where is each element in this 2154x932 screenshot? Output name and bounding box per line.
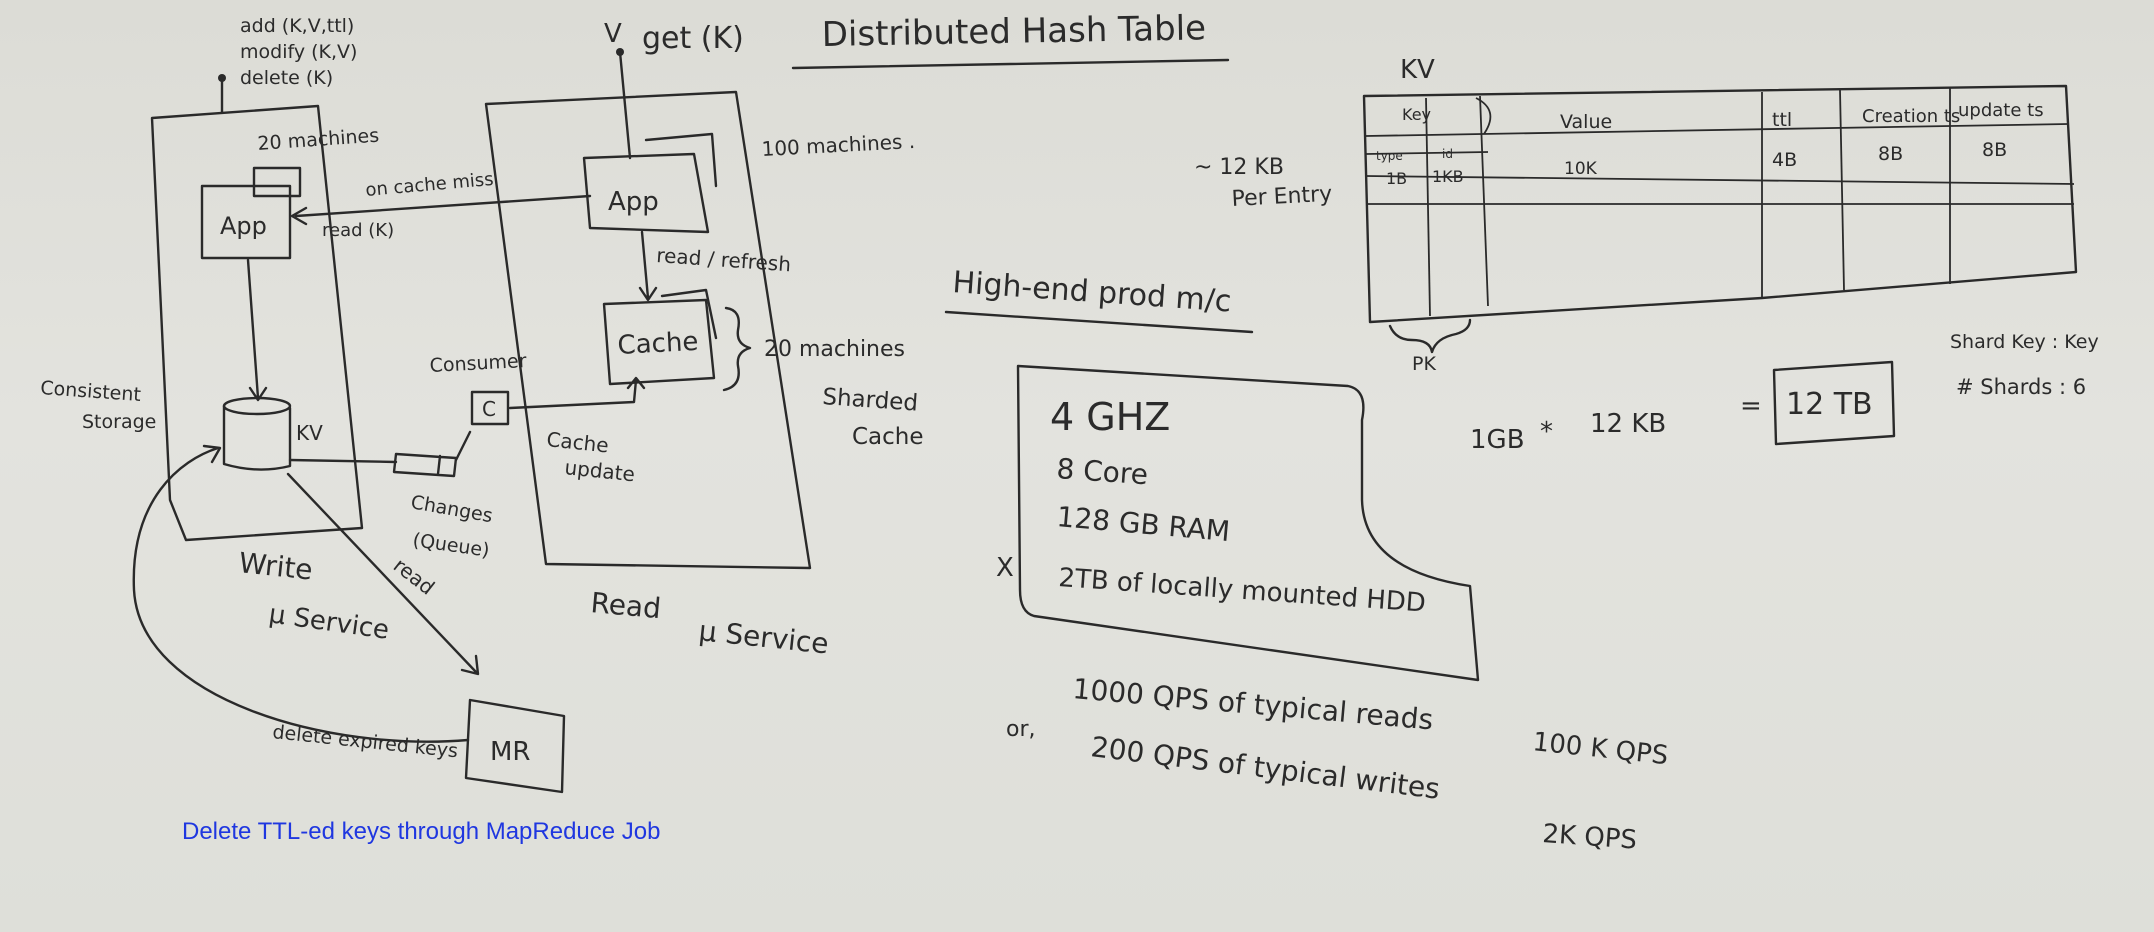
changes-queue-icon: [392, 452, 458, 478]
consumer-to-cache-arrow: [508, 376, 646, 410]
sizing-term-1gb: 1GB: [1470, 425, 1525, 455]
qps-reads: 1000 QPS of typical reads: [1071, 672, 1434, 736]
write-machines-label: 20 machines: [257, 125, 380, 155]
qps-reads-total: 100 K QPS: [1531, 727, 1669, 771]
sharded-cache-label: Cache: [852, 424, 924, 450]
kv-to-mr-arrow: [286, 472, 480, 676]
read-refresh-label: read / refresh: [656, 243, 792, 276]
qps-writes-total: 2K QPS: [1542, 819, 1638, 856]
kv-header-ttl: ttl: [1772, 109, 1792, 131]
kv-header-creation-ts: Creation ts: [1862, 106, 1960, 127]
changes-label: Changes: [409, 491, 494, 527]
high-end-title: High-end prod m/c: [951, 265, 1232, 319]
write-app-box-shadow: [252, 166, 302, 198]
write-service-boundary: [150, 104, 364, 542]
kv-store-icon: [222, 396, 292, 471]
app-to-cache-arrow: [638, 230, 658, 302]
read-app-box-shadow: [644, 132, 718, 188]
consumer-c-label: C: [482, 397, 496, 421]
on-cache-miss-label: on cache miss: [365, 169, 495, 201]
cache-update-label-2: update: [563, 455, 636, 486]
page-title: Distributed Hash Table: [821, 8, 1206, 55]
kv-cell-update-size: 8B: [1982, 139, 2007, 161]
write-app-box: [200, 184, 292, 260]
kv-table-title: KV: [1400, 55, 1435, 85]
write-service-label-1: Write: [237, 546, 314, 587]
read-service-label-1: Read: [589, 586, 662, 625]
kv-cell-id-size: 1KB: [1432, 167, 1464, 186]
cache-label: Cache: [617, 327, 699, 361]
sizing-result-box: [1772, 360, 1896, 446]
pk-brace: [1388, 318, 1472, 354]
entry-size-label: ~ 12 KB: [1194, 155, 1284, 180]
consistent-storage-label-2: Storage: [82, 411, 156, 433]
kv-header-value: Value: [1560, 111, 1612, 133]
shard-count-label: # Shards : 6: [1956, 375, 2086, 399]
pk-label: PK: [1412, 353, 1436, 375]
read-service-label-2: μ Service: [697, 614, 830, 660]
kv-subheader-type: type: [1376, 149, 1403, 163]
consistent-storage-label-1: Consistent: [40, 377, 142, 406]
kv-cell-ttl-size: 4B: [1772, 149, 1797, 171]
kv-cell-value-size: 10K: [1564, 159, 1598, 179]
kv-header-update-ts: update ts: [1958, 100, 2044, 121]
write-op-delete: delete (K): [240, 67, 333, 89]
consumer-label: Consumer: [429, 350, 527, 377]
spec-ram: 128 GB RAM: [1055, 500, 1231, 548]
app-to-kv-arrow: [246, 258, 268, 402]
per-entry-label: Per Entry: [1231, 182, 1333, 212]
read-get-label: get (K): [642, 21, 744, 56]
read-service-boundary: [484, 90, 812, 570]
read-app-box: [582, 152, 710, 234]
read-machines-label: 100 machines .: [761, 129, 916, 161]
kv-subheader-id: id: [1442, 147, 1453, 161]
qps-or: or,: [1006, 717, 1036, 742]
queue-to-consumer-line: [454, 430, 472, 462]
cache-machines-label: 20 machines: [764, 337, 905, 362]
write-app-label: App: [220, 212, 267, 240]
kv-cell-type-size: 1B: [1386, 169, 1407, 188]
kv-store-label: KV: [296, 421, 323, 445]
write-input-dot: [218, 74, 226, 82]
kv-header-key: Key: [1402, 105, 1431, 124]
mr-label: MR: [490, 737, 531, 767]
spec-multiplier-x: X: [996, 553, 1014, 583]
title-underline: [791, 58, 1230, 70]
kv-to-queue-arrow: [288, 458, 398, 464]
consumer-box: [470, 390, 510, 426]
write-service-label-2: μ Service: [267, 599, 391, 646]
shard-key-label: Shard Key : Key: [1950, 331, 2099, 353]
cache-update-label-1: Cache: [545, 427, 609, 457]
sizing-times: *: [1540, 417, 1553, 447]
kv-table-grid: [1362, 84, 2078, 324]
sizing-result: 12 TB: [1786, 387, 1873, 422]
read-input-arrow: [618, 50, 632, 160]
delete-expired-curve: [132, 444, 470, 743]
spec-cores: 8 Core: [1056, 452, 1150, 491]
read-v-label: V: [604, 19, 622, 49]
cache-box: [602, 298, 716, 386]
qps-writes: 200 QPS of typical writes: [1089, 730, 1442, 806]
cache-miss-arrow: [290, 194, 592, 226]
spec-cpu: 4 GHZ: [1050, 395, 1170, 439]
caption-text: Delete TTL-ed keys through MapReduce Job: [182, 818, 661, 845]
read-app-label: App: [608, 187, 659, 217]
cache-brace: [722, 306, 752, 392]
write-op-modify: modify (K,V): [240, 41, 357, 63]
sharded-label: Sharded: [822, 384, 919, 417]
read-arrow-label: read: [389, 553, 439, 600]
kv-cell-creation-size: 8B: [1878, 143, 1903, 165]
delete-expired-label: delete expired keys: [271, 721, 458, 762]
sizing-equals: =: [1740, 391, 1762, 421]
spec-hdd: 2TB of locally mounted HDD: [1058, 563, 1427, 619]
cache-box-shadow: [660, 288, 718, 340]
spec-box: [1016, 364, 1480, 682]
mr-box: [464, 698, 566, 794]
read-k-label: read (K): [322, 220, 394, 241]
high-end-underline: [944, 310, 1254, 334]
sizing-term-12kb: 12 KB: [1590, 409, 1666, 439]
write-op-add: add (K,V,ttl): [240, 15, 354, 37]
queue-label: (Queue): [411, 529, 491, 562]
